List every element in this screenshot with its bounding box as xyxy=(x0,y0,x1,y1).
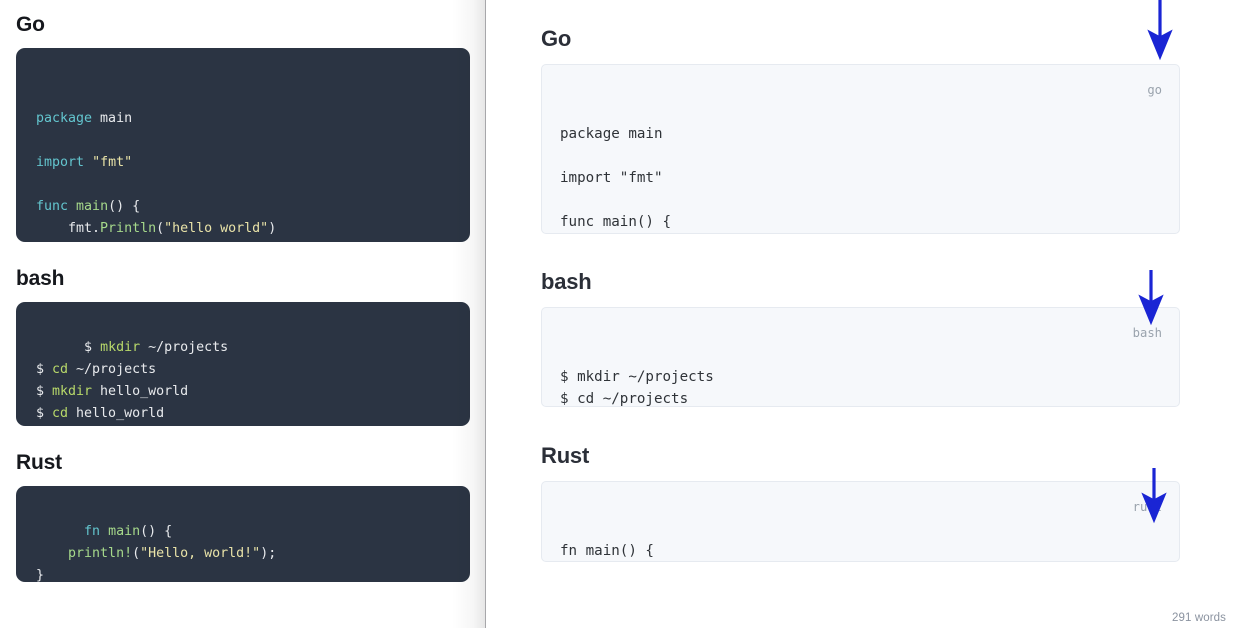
editor-code-block-go[interactable]: package main import "fmt" func main() { … xyxy=(16,48,470,242)
editor-code-go-lines: package main import "fmt" func main() { … xyxy=(36,111,277,236)
editor-code-block-rust[interactable]: fn main() { println!("Hello, world!"); } xyxy=(16,486,470,582)
preview-pane: Go package main import "fmt" func main()… xyxy=(486,0,1235,628)
preview-heading-rust: Rust xyxy=(541,443,590,468)
editor-code-block-bash[interactable]: $ mkdir ~/projects $ cd ~/projects $ mkd… xyxy=(16,302,470,426)
preview-code-rust: fn main() { println!("Hello, world!"); } xyxy=(560,543,654,559)
editor-heading-bash: bash xyxy=(16,267,65,290)
pane-divider[interactable] xyxy=(485,0,486,628)
word-count-status: 291 words xyxy=(1172,612,1226,624)
editor-heading-rust: Rust xyxy=(16,451,62,474)
language-tag-bash: bash xyxy=(1132,326,1162,340)
language-tag-go: go xyxy=(1147,83,1162,97)
preview-code-block-bash[interactable]: $ mkdir ~/projects $ cd ~/projects $ mkd… xyxy=(541,307,1180,407)
down-arrow-icon xyxy=(1141,468,1167,524)
preview-code-block-go[interactable]: package main import "fmt" func main() { … xyxy=(541,64,1180,234)
editor-code-rust-lines: fn main() { println!("Hello, world!"); } xyxy=(36,524,277,582)
preview-heading-bash: bash xyxy=(541,269,592,294)
editor-heading-go: Go xyxy=(16,13,45,36)
preview-code-go: package main import "fmt" func main() { … xyxy=(560,126,672,230)
down-arrow-icon xyxy=(1147,0,1173,61)
down-arrow-icon xyxy=(1138,270,1164,326)
preview-code-bash: $ mkdir ~/projects $ cd ~/projects $ mkd… xyxy=(560,369,714,407)
preview-code-block-rust[interactable]: fn main() { println!("Hello, world!"); }… xyxy=(541,481,1180,562)
editor-code-bash-lines: $ mkdir ~/projects $ cd ~/projects $ mkd… xyxy=(36,340,229,421)
editor-pane[interactable]: Go package main import "fmt" func main()… xyxy=(0,0,486,628)
preview-heading-go: Go xyxy=(541,26,572,51)
